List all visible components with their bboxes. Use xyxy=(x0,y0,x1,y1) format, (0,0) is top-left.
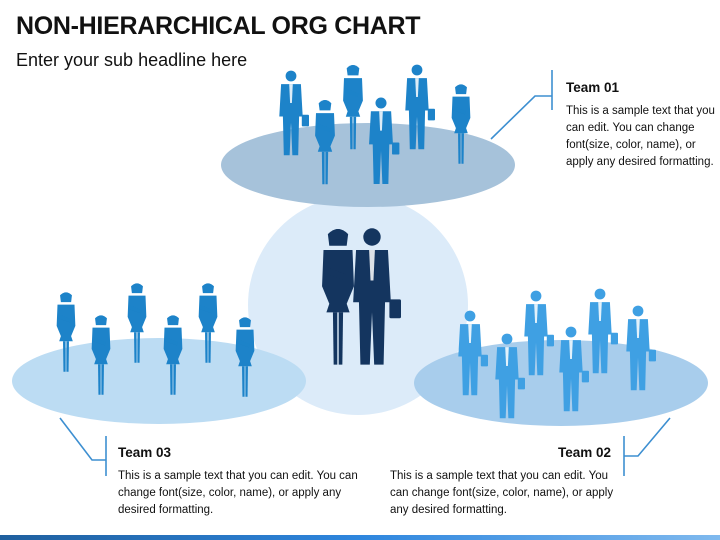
page-subtitle: Enter your sub headline here xyxy=(16,50,248,70)
team-01-body: This is a sample text that you can edit.… xyxy=(566,105,715,168)
connectors xyxy=(59,70,671,476)
team-03-title: Team 03 xyxy=(118,445,172,460)
team-03-connector xyxy=(59,417,106,461)
team-02-connector xyxy=(624,417,671,457)
page-title: NON-HIERARCHICAL ORG CHART xyxy=(16,12,421,40)
team-01-platform xyxy=(221,123,515,207)
team-02-title: Team 02 xyxy=(557,445,611,460)
team-02-block: Team 02 This is a sample text that you c… xyxy=(390,445,615,519)
team-01-title: Team 01 xyxy=(566,80,620,95)
team-03-platform xyxy=(12,338,306,424)
bottom-accent-bar xyxy=(0,535,720,540)
team-01-connector xyxy=(490,95,552,140)
team-01-block: Team 01 This is a sample text that you c… xyxy=(566,80,716,171)
center-circle xyxy=(248,195,468,415)
team-02-body: This is a sample text that you can edit.… xyxy=(390,470,614,516)
team-03-block: Team 03 This is a sample text that you c… xyxy=(118,445,358,519)
team-03-body: This is a sample text that you can edit.… xyxy=(118,470,358,516)
